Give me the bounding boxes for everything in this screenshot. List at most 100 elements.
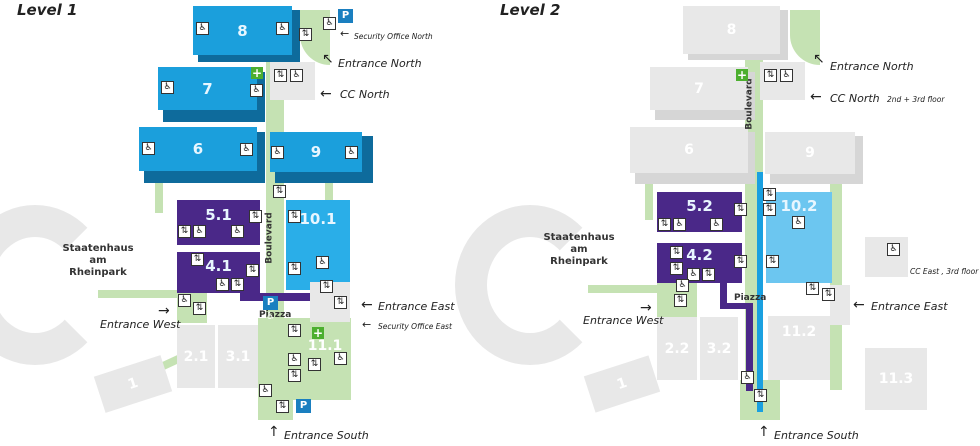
disabled-parking-icon: P♿ (263, 296, 278, 322)
arrow-up-icon: ↑ (268, 424, 280, 440)
elevator-icon: ⇅ (734, 255, 747, 268)
arrow-right-icon: → (640, 300, 652, 316)
elevator-icon: ⇅ (273, 185, 286, 198)
cc-north-floors-label: 2nd + 3rd floor (887, 95, 945, 104)
hall-2-2[interactable]: 2.2 (657, 317, 697, 380)
arrow-left-icon: ← (340, 27, 350, 40)
elevator-icon: ⇅ (822, 288, 835, 301)
hall-11-2[interactable]: 11.2 (768, 316, 830, 380)
hall-3-2[interactable]: 3.2 (700, 317, 738, 380)
hall-9[interactable]: 9 (765, 132, 855, 174)
accessible-wc-icon: ♿ (250, 84, 263, 97)
elevator-icon: ⇅ (702, 268, 715, 281)
hall-5-2-label: 5.2 (686, 197, 713, 215)
hall-2-1-label: 2.1 (183, 348, 209, 365)
hall-8[interactable]: 8 (193, 6, 292, 55)
east-entrance-building (830, 285, 850, 325)
elevator-icon: ⇅ (299, 28, 312, 41)
arrow-nw-icon: ↖ (322, 51, 334, 67)
arrow-left-icon: ← (362, 318, 372, 331)
hall-9-label: 9 (805, 145, 815, 161)
hall-6[interactable]: 6 (139, 127, 257, 171)
hall-7-label: 7 (202, 79, 213, 98)
accessible-wc-icon: ♿ (741, 371, 754, 384)
hall-10-1-label: 10.1 (299, 210, 337, 228)
hall-11-3-label: 11.3 (878, 371, 914, 387)
hall-6[interactable]: 6 (630, 127, 748, 173)
accessible-wc-icon: ♿ (345, 146, 358, 159)
hall-5-1[interactable]: 5.1 (177, 200, 260, 245)
level-1-map: Level 1 Staatenhaus am Rheinpark 8 7 6 9… (0, 1, 455, 442)
cc-east-building[interactable] (865, 237, 908, 277)
elevator-icon: ⇅ (191, 253, 204, 266)
elevator-icon: ⇅ (764, 69, 777, 82)
arrow-nw-icon: ↖ (813, 51, 825, 67)
elevator-icon: ⇅ (670, 246, 683, 259)
elevator-icon: ⇅ (658, 218, 671, 231)
accessible-wc-icon: ♿ (288, 353, 301, 366)
entrance-south-label: Entrance South (284, 429, 369, 442)
disabled-parking-icon: P♿ (296, 399, 311, 425)
hall-1[interactable]: 1 (583, 355, 661, 413)
accessible-wc-icon: ♿ (193, 225, 206, 238)
hall-5-1-label: 5.1 (205, 206, 232, 224)
elevator-icon: ⇅ (754, 389, 767, 402)
accessible-wc-icon: ♿ (161, 81, 174, 94)
cc-north-label: CC North (830, 92, 880, 105)
elevator-icon: ⇅ (246, 264, 259, 277)
hall-2-2-label: 2.2 (664, 340, 690, 357)
entrance-west-label: Entrance West (583, 314, 664, 327)
entrance-west-label: Entrance West (100, 318, 181, 331)
walkway-6-5 (155, 183, 163, 213)
hall-9[interactable]: 9 (270, 132, 362, 172)
level-2-title: Level 2 (500, 1, 561, 19)
blue-route (757, 172, 763, 412)
first-aid-icon: + (736, 68, 748, 82)
elevator-icon: ⇅ (249, 210, 262, 223)
entrance-north-label: Entrance North (338, 57, 422, 70)
hall-3-1[interactable]: 3.1 (218, 325, 258, 388)
level-2-map: Level 2 Staatenhaus am Rheinpark 8 7 6 9… (455, 0, 980, 446)
elevator-icon: ⇅ (288, 210, 301, 223)
entrance-east-label: Entrance East (871, 300, 948, 313)
hall-8[interactable]: 8 (683, 6, 780, 54)
purple-route (746, 303, 753, 391)
entrance-south-label: Entrance South (774, 429, 859, 442)
accessible-wc-icon: ♿ (259, 384, 272, 397)
entrance-east-label: Entrance East (378, 300, 455, 313)
elevator-icon: ⇅ (766, 255, 779, 268)
hall-11-3[interactable]: 11.3 (865, 348, 927, 410)
walkway-6-5 (645, 180, 653, 220)
accessible-wc-icon: ♿ (271, 146, 284, 159)
walkway-west (588, 285, 658, 293)
hall-7[interactable]: 7 (650, 67, 748, 110)
hall-7[interactable]: 7 (158, 67, 257, 110)
elevator-icon: ⇅ (674, 294, 687, 307)
elevator-icon: ⇅ (320, 280, 333, 293)
hall-8-label: 8 (726, 22, 737, 38)
accessible-wc-icon: ♿ (710, 218, 723, 231)
elevator-icon: ⇅ (288, 369, 301, 382)
hall-2-1[interactable]: 2.1 (177, 325, 215, 388)
elevator-icon: ⇅ (763, 203, 776, 216)
accessible-wc-icon: ♿ (240, 143, 253, 156)
hall-1-label: 1 (125, 374, 141, 394)
accessible-wc-icon: ♿ (792, 216, 805, 229)
elevator-icon: ⇅ (734, 203, 747, 216)
accessible-wc-icon: ♿ (196, 22, 209, 35)
elevator-icon: ⇅ (274, 69, 287, 82)
elevator-icon: ⇅ (308, 358, 321, 371)
arrow-left-icon: ← (810, 89, 822, 105)
walkway-9-10 (325, 183, 333, 203)
elevator-icon: ⇅ (806, 282, 819, 295)
elevator-icon: ⇅ (763, 188, 776, 201)
arrow-left-icon: ← (320, 86, 332, 102)
accessible-wc-icon: ♿ (276, 22, 289, 35)
elevator-icon: ⇅ (670, 262, 683, 275)
hall-5-2[interactable]: 5.2 (657, 192, 742, 232)
hall-1[interactable]: 1 (93, 355, 173, 413)
first-aid-icon: + (251, 66, 263, 80)
security-office-east-label: Security Office East (378, 322, 452, 331)
elevator-icon: ⇅ (231, 278, 244, 291)
purple-route (720, 303, 750, 309)
